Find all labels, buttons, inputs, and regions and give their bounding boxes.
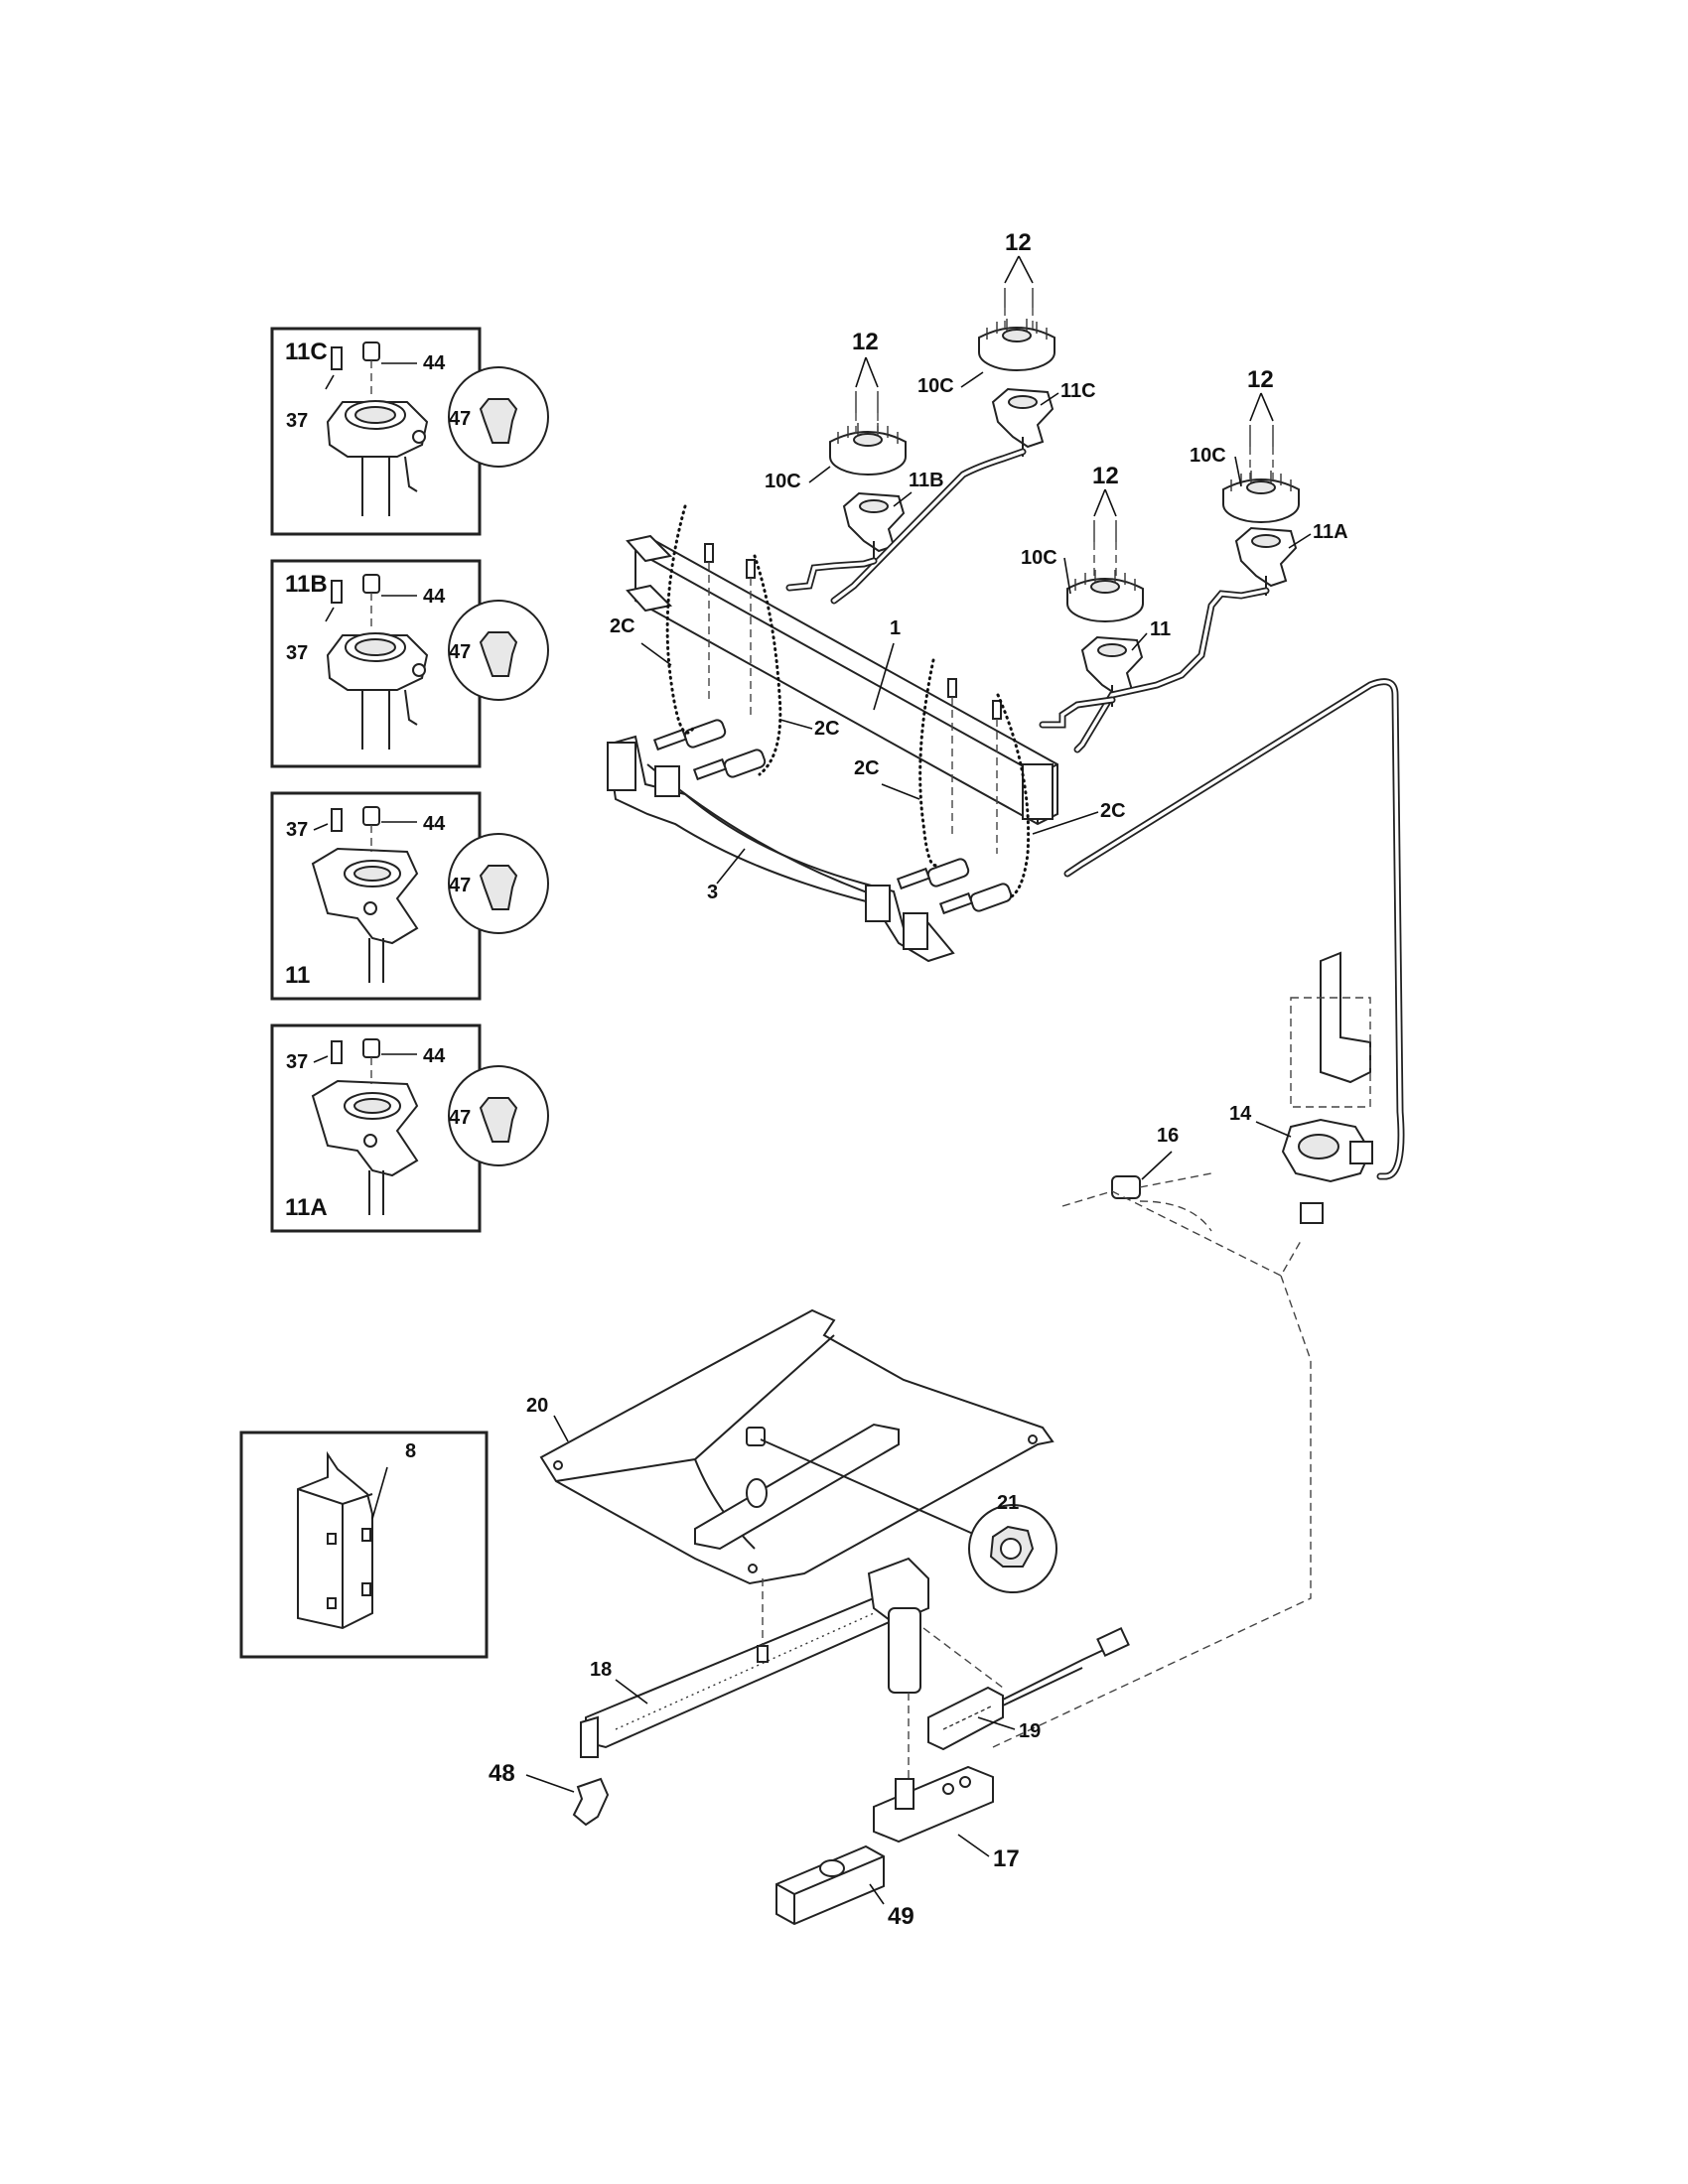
callout-2c-d: 2C: [1100, 800, 1126, 822]
manifold-1: [626, 534, 1058, 826]
inset-11a-screw-label: 37: [286, 1051, 308, 1073]
burner-head-11a: [1234, 526, 1298, 596]
callout-10c-left: 10C: [765, 471, 801, 492]
oven-valve-17: [873, 1693, 994, 1843]
callout-3: 3: [707, 882, 718, 903]
valve-bracket-49: [775, 1844, 885, 1926]
inset-11c-title: 11C: [285, 339, 328, 365]
inset-8-label: 8: [405, 1440, 416, 1462]
inset-11a-circle-label: 47: [449, 1107, 471, 1129]
inset-11b-screw-label: 37: [286, 642, 308, 664]
callout-11b: 11B: [909, 470, 944, 491]
cap-44-icon: [362, 574, 417, 630]
burner-head-icon: [326, 632, 429, 750]
burner-head-icon: [311, 847, 419, 983]
valve-1: [652, 719, 727, 751]
igniter-19: [922, 1627, 1130, 1751]
callout-11c: 11C: [1060, 380, 1096, 402]
supply-dashline: [992, 1275, 1312, 1748]
callout-21: 21: [997, 1492, 1019, 1514]
callout-11: 11: [1150, 618, 1171, 640]
callout-17: 17: [993, 1845, 1020, 1872]
inset-11c: 11C 44 37 47: [270, 327, 549, 536]
callout-16: 16: [1157, 1125, 1179, 1147]
callout-20: 20: [526, 1395, 548, 1417]
callout-12-c: 12: [1247, 366, 1274, 393]
callout-12-d: 12: [1092, 463, 1119, 489]
cap-44-icon: [362, 341, 417, 397]
inset-11b-title: 11B: [285, 571, 328, 598]
valve-3: [896, 858, 970, 890]
spark-module-icon: [297, 1450, 373, 1630]
inset-11-screw-label: 37: [286, 819, 308, 841]
clip-48: [572, 1777, 610, 1827]
bracket-3: [606, 735, 955, 963]
burner-head-11c: [991, 387, 1055, 457]
inset-11b: 11B 44 37 47: [270, 559, 549, 768]
screw-37-icon: [325, 580, 343, 622]
inset-11a-cap-label: 44: [423, 1045, 446, 1067]
ignition-wires-2c: [665, 504, 1031, 900]
cap-44-icon: [362, 806, 417, 852]
burner-cap-10c-center: [1066, 570, 1144, 622]
inset-11b-cap-label: 44: [423, 586, 446, 608]
orifice-47-icon: [479, 398, 518, 444]
callout-49: 49: [888, 1903, 914, 1930]
callout-10c-top: 10C: [917, 375, 954, 397]
hose-16: [1061, 1172, 1302, 1277]
inset-11-cap-label: 44: [423, 813, 446, 835]
orifice-47-icon: [479, 865, 518, 910]
inset-11c-cap-label: 44: [423, 352, 446, 374]
burner-cap-10c-left: [829, 423, 907, 476]
valve-2: [692, 749, 767, 781]
burner-cap-10c-right: [1222, 471, 1300, 523]
orifice-47-icon: [479, 1097, 518, 1143]
screw-37-icon: [313, 1040, 343, 1064]
callout-2c-a: 2C: [610, 615, 635, 637]
burner-head-11b: [842, 491, 906, 566]
callout-48: 48: [489, 1760, 515, 1787]
callout-10c-right: 10C: [1190, 445, 1226, 467]
inset-11-title: 11: [285, 962, 310, 989]
cap-44-icon: [362, 1038, 417, 1084]
inset-11a-title: 11A: [285, 1194, 328, 1221]
oven-burner-18: [580, 1557, 929, 1758]
callout-2c-c: 2C: [854, 757, 880, 779]
screw-37-icon: [313, 808, 343, 832]
callout-19: 19: [1019, 1720, 1041, 1742]
inset-11c-circle-label: 47: [449, 408, 471, 430]
screws-12: [855, 255, 1274, 576]
burner-head-11: [1080, 635, 1144, 707]
oven-burner-tube: [694, 1423, 900, 1551]
burner-head-icon: [326, 400, 429, 516]
orifice-47-icon: [479, 631, 518, 677]
manifold-screws: [704, 543, 1002, 854]
inset-11: 11 44 37 47: [270, 791, 549, 1001]
inset-11-circle-label: 47: [449, 875, 471, 896]
callout-2c-b: 2C: [814, 718, 840, 740]
callout-1: 1: [890, 617, 901, 639]
callout-10c-center: 10C: [1021, 547, 1057, 569]
valve-4: [938, 883, 1013, 915]
burner-head-icon: [311, 1079, 419, 1215]
nut-21: [746, 1427, 1057, 1593]
callout-12-a: 12: [1005, 229, 1032, 256]
inset-11b-circle-label: 47: [449, 641, 471, 663]
inset-11a: 11A 44 37 47: [270, 1024, 549, 1233]
inset-8: 8: [239, 1431, 489, 1659]
callout-18: 18: [590, 1659, 612, 1681]
baffle-20: [539, 1308, 1055, 1585]
callout-14: 14: [1229, 1103, 1252, 1125]
screw-37-icon: [325, 346, 343, 390]
regulator-14: [1281, 951, 1373, 1224]
burner-tubes: [785, 448, 1405, 1180]
burner-cap-10c-top: [978, 319, 1055, 371]
callout-11a: 11A: [1313, 521, 1348, 543]
inset-11c-screw-label: 37: [286, 410, 308, 432]
callout-12-b: 12: [852, 329, 879, 355]
